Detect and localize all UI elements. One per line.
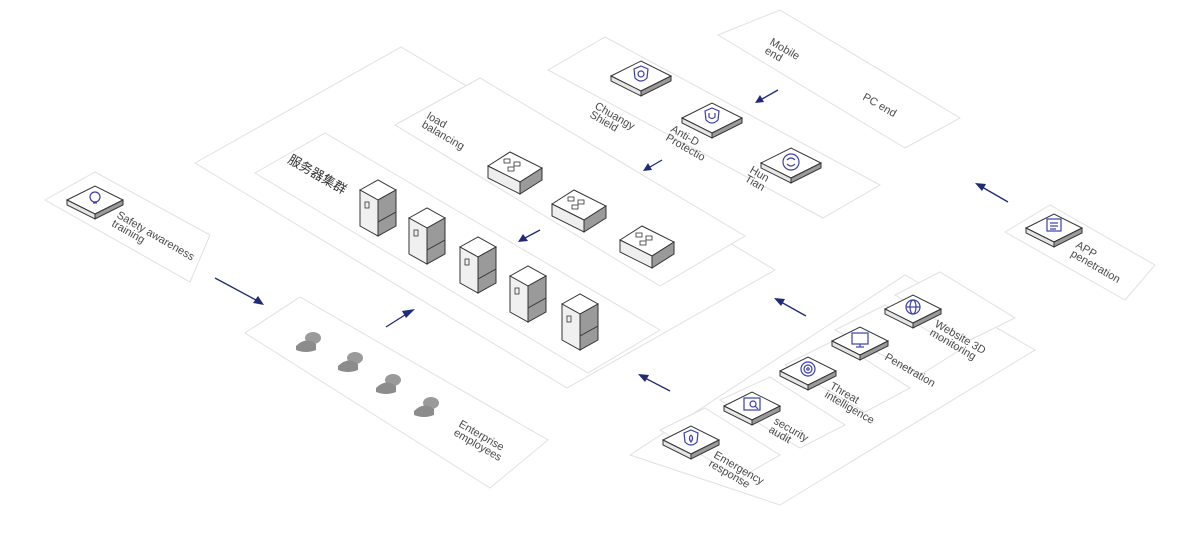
server-tower-icon [560, 293, 600, 351]
shield-fire-icon [683, 429, 699, 446]
arrow-app-to-platform [975, 183, 1009, 203]
platform-svc-1 [658, 407, 781, 479]
tile-app-penetration [1024, 213, 1084, 248]
arrow-protection-to-lb [643, 159, 663, 171]
audit-report-icon [743, 397, 761, 411]
tile-security-audit [722, 391, 782, 426]
server-tower-icon [407, 207, 447, 265]
arrow-employees-to-servers [385, 309, 415, 328]
network-block-icon [618, 225, 676, 269]
user-figure-icon [376, 374, 401, 394]
target-icon [800, 361, 816, 377]
arrow-lb-to-cluster [518, 229, 541, 242]
load-balancers [486, 151, 676, 269]
user-figure-icon [414, 397, 439, 417]
user-figure-icon [338, 352, 363, 372]
sync-circle-icon [782, 153, 800, 171]
tile-anti-d-protection [680, 102, 744, 139]
platform-employees [244, 296, 549, 489]
tile-chuangy-shield [609, 60, 673, 97]
arrow-training-to-employees [214, 277, 264, 305]
globe-icon [905, 299, 921, 315]
icon-tiles [65, 60, 1084, 460]
tile-website-monitoring [883, 294, 943, 329]
platform-server-cluster [254, 132, 661, 374]
platform-svc-5 [893, 271, 1017, 341]
server-tower-icon [358, 179, 398, 237]
platform-terminals [716, 9, 962, 149]
tile-safety-training [65, 185, 125, 220]
tile-hun-tian [759, 147, 823, 184]
network-block-icon [550, 189, 608, 233]
arrow-services-to-servers-lower [638, 374, 671, 392]
server-tower-icon [508, 265, 548, 323]
platforms [43, 9, 1156, 506]
server-tower-icon [458, 236, 498, 294]
server-cluster [358, 179, 600, 351]
arrow-terminals-to-protection [755, 89, 779, 103]
document-list-icon [1046, 218, 1062, 232]
platform-svc-3 [783, 339, 911, 413]
monitor-icon [851, 332, 869, 348]
tile-emergency-response [661, 425, 721, 460]
shield-s-icon [633, 65, 649, 82]
flow-arrows [214, 89, 1009, 392]
tile-threat-intelligence [778, 356, 838, 391]
lightbulb-icon [89, 191, 101, 204]
arrow-services-to-servers-upper [774, 298, 807, 317]
user-figure-icon [296, 332, 321, 352]
employees [296, 332, 439, 417]
platform-svc-4 [833, 304, 961, 376]
shield-u-icon [704, 107, 720, 124]
tile-penetration [830, 326, 890, 361]
platform-server-zone [194, 46, 776, 389]
network-block-icon [486, 151, 544, 195]
